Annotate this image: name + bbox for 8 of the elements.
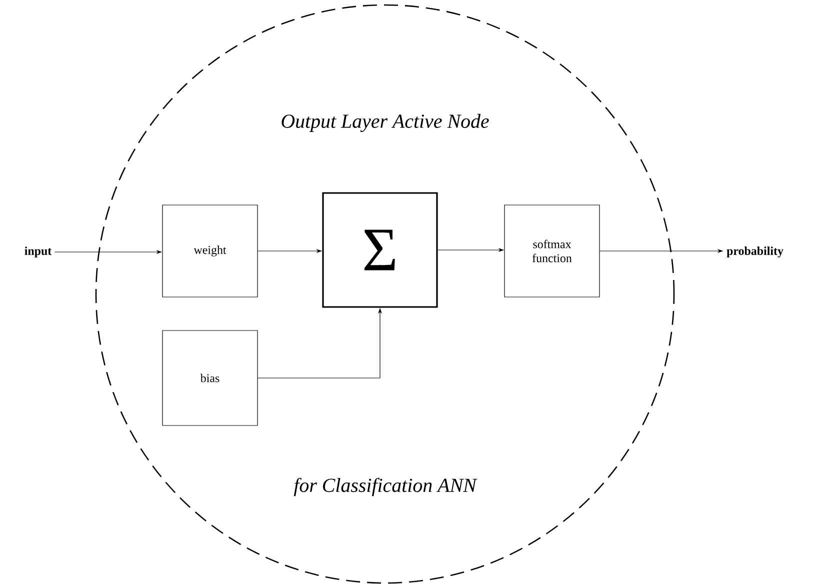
- process-box: softmax function: [504, 204, 600, 298]
- process-box: bias: [162, 330, 258, 426]
- process-box: weight: [162, 204, 258, 298]
- text-label: probability: [726, 246, 784, 258]
- title-text: Output Layer Active Node: [282, 114, 489, 132]
- title-text: for Classification ANN: [294, 478, 478, 496]
- summation-box: Σ: [322, 192, 438, 308]
- text-label: input: [24, 246, 52, 258]
